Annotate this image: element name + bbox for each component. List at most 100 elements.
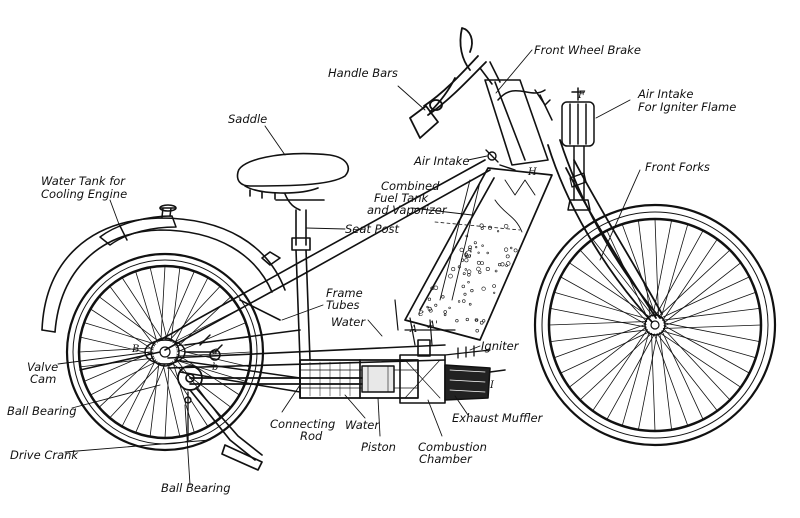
- spoke: [662, 307, 761, 321]
- spoke: [553, 323, 647, 359]
- fuel-bubble: [459, 247, 464, 252]
- fuel-bubble: [505, 254, 510, 259]
- steering-head: [479, 61, 549, 166]
- label-water-tank-1: Water Tank for: [41, 174, 126, 188]
- spoke: [663, 325, 750, 374]
- fuel-bubble: [487, 225, 492, 230]
- part-letter-I: I: [489, 380, 495, 391]
- spoke: [549, 307, 647, 328]
- spoke: [654, 218, 659, 318]
- drive-crank: [177, 365, 263, 471]
- fuel-bubble: [468, 302, 472, 306]
- spoke: [621, 331, 650, 427]
- spoke: [176, 322, 247, 353]
- fuel-bubble: [467, 281, 470, 284]
- fuel-bubble: [476, 260, 481, 265]
- spoke: [638, 219, 651, 318]
- front-wheel-spokes: [548, 218, 762, 432]
- spoke: [168, 285, 221, 342]
- fuel-bubble: [468, 245, 473, 250]
- fuel-bubble: [461, 284, 465, 289]
- fuel-bubble: [482, 319, 486, 323]
- spoke: [659, 332, 672, 431]
- fuel-bubble: [426, 305, 429, 309]
- fuel-bubble: [470, 289, 474, 293]
- rear-fender: [41, 217, 286, 333]
- label-water-lower: Water: [345, 418, 380, 432]
- front-wheel-brake: [497, 89, 553, 121]
- spoke: [661, 330, 757, 359]
- spoke: [98, 296, 160, 343]
- fuel-bubble: [506, 261, 511, 266]
- spoke: [659, 332, 742, 388]
- fuel-bubble: [466, 269, 472, 274]
- label-frame-tubes-2: Tubes: [326, 298, 360, 312]
- valve-rods: [394, 299, 456, 346]
- spoke: [149, 361, 160, 438]
- spoke: [663, 262, 742, 324]
- chain-stays: [79, 351, 301, 393]
- fuel-bubble: [481, 244, 484, 247]
- fuel-bubble: [492, 284, 496, 288]
- fuel-bubble: [441, 295, 445, 299]
- spoke: [135, 363, 166, 434]
- spoke: [579, 249, 648, 323]
- spoke: [121, 277, 164, 341]
- spoke: [170, 266, 181, 343]
- spoke: [109, 362, 162, 419]
- exhaust-muffler: [444, 364, 506, 401]
- label-air-intake-igniter-1: Air Intake: [638, 87, 694, 101]
- fuel-bubble: [474, 318, 479, 322]
- fuel-bubble: [463, 292, 467, 296]
- frame-tubes: [159, 159, 491, 369]
- spoke: [553, 291, 649, 320]
- fuel-bubble: [480, 226, 484, 230]
- spoke: [656, 333, 718, 412]
- fuel-bubble: [434, 303, 438, 307]
- fuel-bubble: [448, 306, 451, 310]
- label-combustion-chamber-1: Combustion: [418, 440, 487, 454]
- spoke: [621, 223, 657, 317]
- label-fuel-tank-2: Fuel Tank: [374, 191, 429, 205]
- label-ball-bearing-left: Ball Bearing: [7, 404, 77, 418]
- spoke: [78, 347, 155, 353]
- fuel-bubble: [477, 251, 480, 254]
- fuel-bubble: [462, 272, 466, 276]
- part-letter-b: b: [212, 362, 218, 373]
- fuel-bubble: [443, 313, 447, 317]
- fuel-bubble: [465, 317, 469, 322]
- fuel-bubble: [455, 319, 459, 323]
- engine-cylinder: [299, 359, 419, 399]
- igniter-tube: [444, 345, 491, 359]
- spoke: [662, 238, 718, 321]
- label-exhaust-muffler: Exhaust Muffler: [452, 411, 543, 425]
- spoke: [90, 360, 158, 396]
- spoke: [662, 327, 731, 401]
- label-igniter: Igniter: [481, 339, 519, 353]
- label-ball-bearing-bottom: Ball Bearing: [161, 481, 231, 495]
- spoke: [652, 219, 672, 317]
- spoke: [653, 333, 689, 427]
- fuel-bubble: [485, 266, 490, 271]
- label-seat-post: Seat Post: [345, 222, 400, 236]
- label-valve-cam-2: Cam: [30, 372, 57, 386]
- fuel-bubble: [465, 254, 469, 258]
- part-letter-A: A: [409, 324, 417, 335]
- label-air-intake: Air Intake: [414, 154, 470, 168]
- spoke: [579, 332, 652, 401]
- spoke: [162, 363, 181, 438]
- spoke: [606, 333, 655, 420]
- spoke: [109, 285, 156, 347]
- combustion-chamber: [399, 339, 446, 404]
- spoke: [662, 324, 762, 329]
- spoke: [658, 249, 731, 318]
- spoke: [560, 276, 647, 325]
- label-drive-crank: Drive Crank: [10, 448, 79, 462]
- spoke: [560, 331, 650, 374]
- fuel-bubble: [493, 291, 496, 294]
- fuel-bubble: [457, 300, 461, 303]
- air-intake-valve: [485, 149, 516, 171]
- saddle: [236, 152, 349, 211]
- fuel-bubble: [433, 285, 439, 290]
